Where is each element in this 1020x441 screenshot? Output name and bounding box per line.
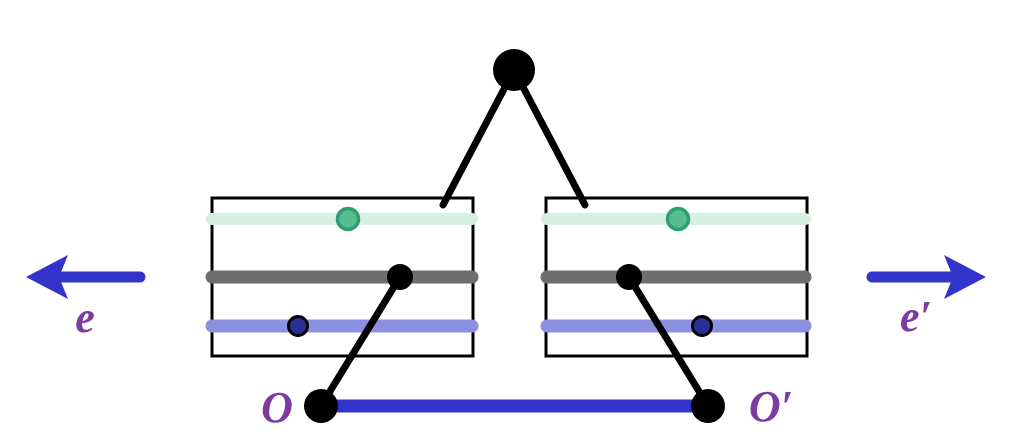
apex-leg-left — [439, 66, 518, 209]
navy-dot-left — [287, 315, 309, 337]
link-left-to-O — [317, 273, 404, 410]
label-O-prime: O′ — [749, 382, 793, 431]
apex-node — [493, 49, 535, 91]
label-e: e — [75, 293, 95, 342]
navy-dot-right — [691, 315, 713, 337]
link-right-to-O-prime — [625, 273, 712, 410]
black-dot-right — [616, 264, 642, 290]
label-e-prime: e′ — [900, 292, 932, 341]
node-O-prime — [691, 389, 725, 423]
label-O: O — [261, 383, 293, 432]
green-dot-right — [665, 206, 691, 232]
velocity-arrow-left-head — [26, 255, 68, 299]
green-dot-left — [335, 206, 361, 232]
velocity-arrow-right-head — [944, 255, 986, 299]
black-dot-left — [387, 264, 413, 290]
apex-leg-right — [510, 66, 589, 209]
node-O — [304, 389, 338, 423]
